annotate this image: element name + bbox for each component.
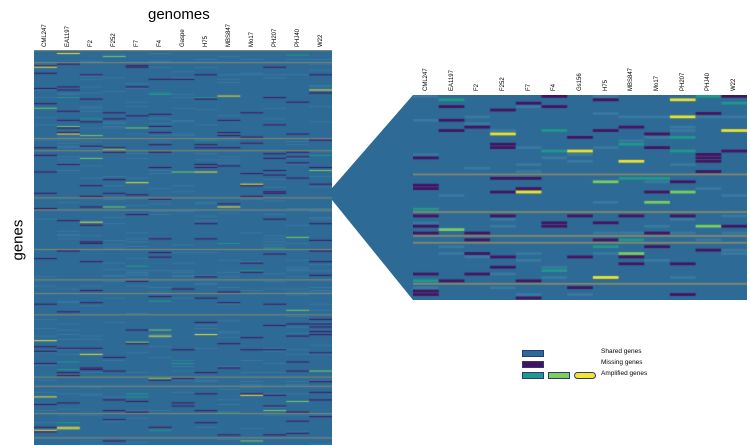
legend-swatch (522, 350, 544, 357)
legend-swatch (548, 372, 570, 379)
legend-swatch (522, 361, 544, 368)
legend-label: Amplified genes (601, 370, 648, 377)
legend-swatch (522, 372, 544, 379)
main-heatmap (34, 50, 332, 445)
legend-label: Shared genes (601, 348, 642, 355)
chart-title: genomes (148, 6, 210, 23)
zoom-wedge (332, 95, 413, 300)
legend-label: Missing genes (601, 359, 643, 366)
legend-swatch (574, 372, 596, 379)
zoom-heatmap (413, 95, 747, 300)
